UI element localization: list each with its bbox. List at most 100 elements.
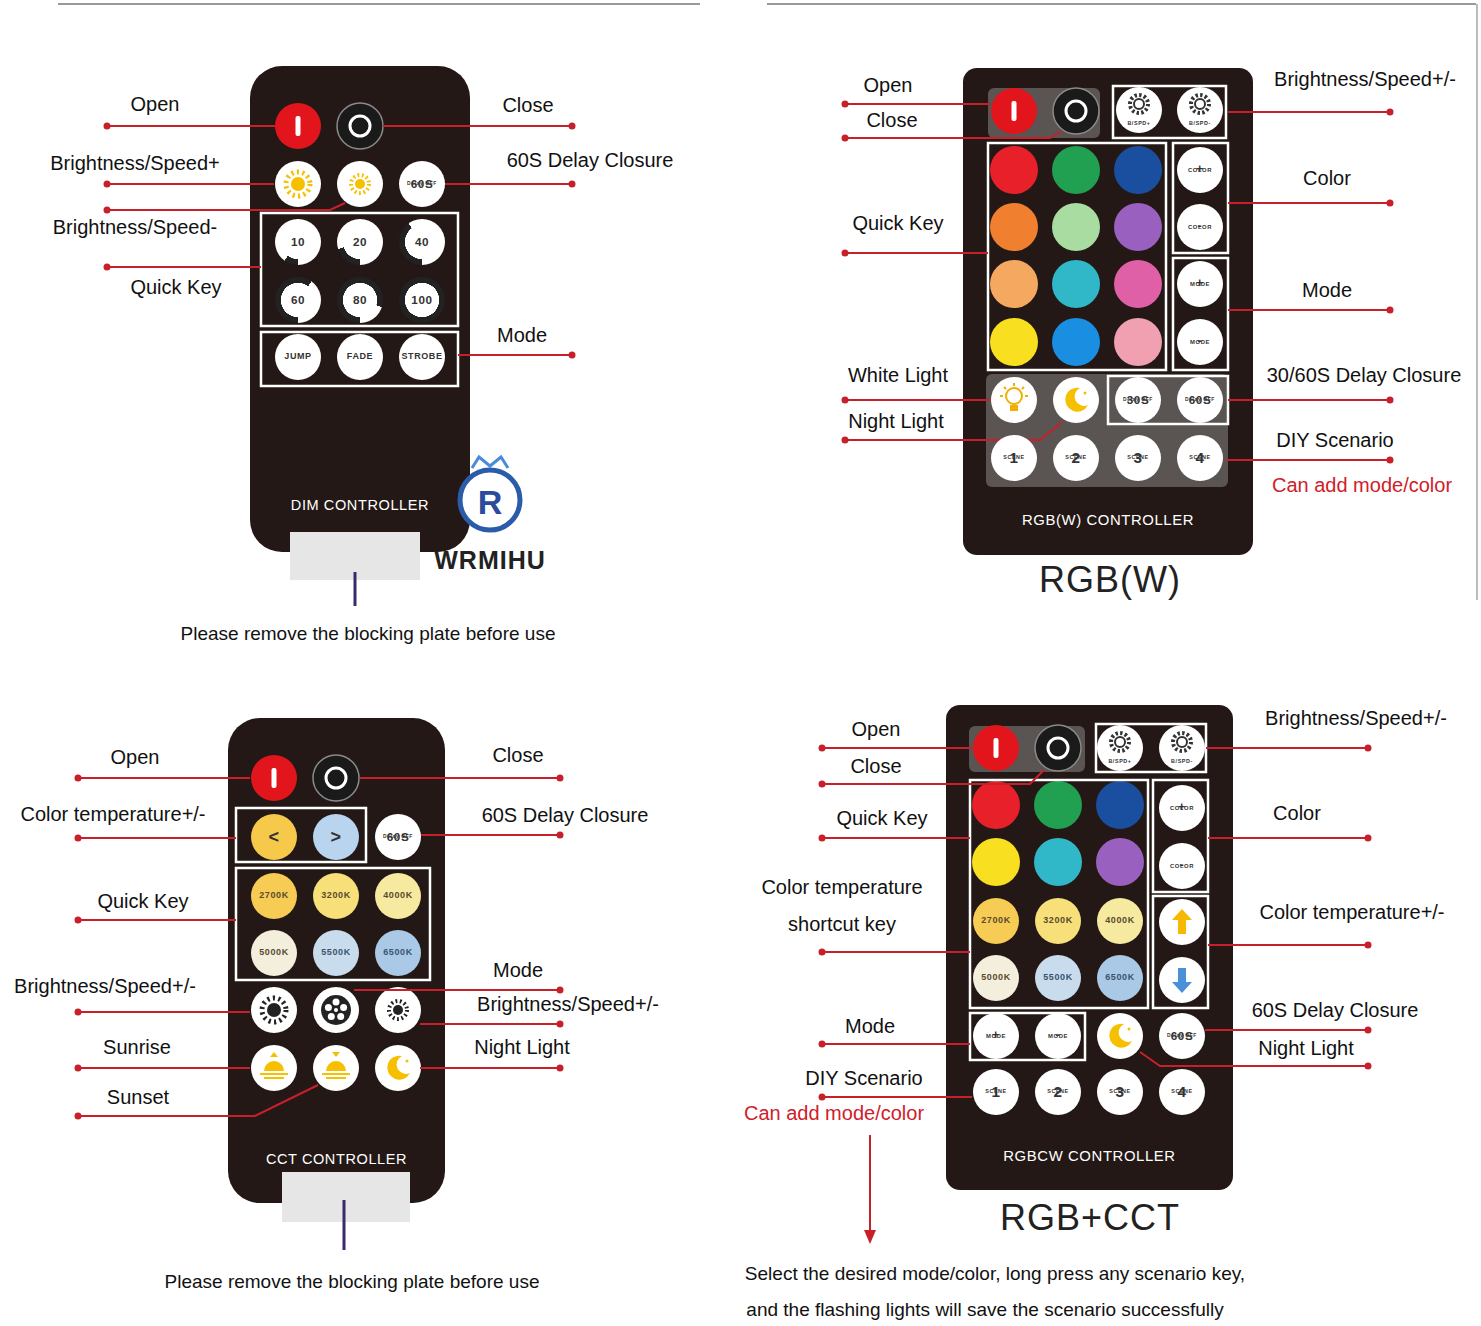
remote-button: 60SDelay OFF xyxy=(1177,377,1223,423)
callout-label: Brightness/Speed- xyxy=(53,216,218,239)
remote-button: 2SCENE xyxy=(1053,435,1099,481)
callout-label: Close xyxy=(866,109,917,132)
callout-label: Mode xyxy=(1302,279,1352,302)
button-label: COLOR xyxy=(1177,167,1223,173)
remote-button: B/SPD- xyxy=(1159,725,1205,771)
remote-button: +COLOR xyxy=(1177,147,1223,193)
callout-label: Quick Key xyxy=(130,276,221,299)
remote-button: 4000K xyxy=(375,873,421,919)
remote-button: 6500K xyxy=(375,930,421,976)
button-label: 60 xyxy=(275,294,321,306)
remote-button: 2SCENE xyxy=(1035,1069,1081,1115)
callout-label: Brightness/Speed+/- xyxy=(14,975,196,998)
remote-button: 1SCENE xyxy=(973,1069,1019,1115)
button-label: SCENE xyxy=(1177,455,1223,461)
callout-label: Mode xyxy=(497,324,547,347)
button-label: 5000K xyxy=(251,948,297,957)
button-label: > xyxy=(313,828,359,847)
button-label: MODE xyxy=(973,1033,1019,1039)
button-label: B/SPD- xyxy=(1177,121,1223,127)
callout-label: Quick Key xyxy=(836,807,927,830)
button-label: 3200K xyxy=(313,891,359,900)
callout-label: 60S Delay Closure xyxy=(482,804,649,827)
remote-button: 60SDelay OFF xyxy=(375,814,421,860)
remote-button: 4000K xyxy=(1097,898,1143,944)
callout-label: Brightness/Speed+/- xyxy=(477,993,659,1016)
remote-button: +COLOR xyxy=(1159,785,1205,831)
remote-button: FADE xyxy=(337,334,383,380)
remote-button: 2700K xyxy=(251,873,297,919)
callout-label: Brightness/Speed+/- xyxy=(1274,68,1456,91)
callout-label: DIY Scenario xyxy=(1276,429,1393,452)
callout-label: Night Light xyxy=(474,1036,570,1059)
button-label: SCENE xyxy=(1115,455,1161,461)
button-label: 4000K xyxy=(1097,916,1143,925)
button-label: 80 xyxy=(337,294,383,306)
callout-label: Close xyxy=(850,755,901,778)
callout-label: Select the desired mode/color, long pres… xyxy=(745,1263,1245,1285)
button-label: FADE xyxy=(337,352,383,361)
product-title: R xyxy=(478,483,503,522)
button-label: COLOR xyxy=(1177,224,1223,230)
button-label: COLOR xyxy=(1159,863,1205,869)
callout-label: 60S Delay Closure xyxy=(1252,999,1419,1022)
remote-button: 5000K xyxy=(251,930,297,976)
button-label: 4000K xyxy=(375,891,421,900)
callout-label: Quick Key xyxy=(97,890,188,913)
callout-label: Open xyxy=(852,718,901,741)
remote-button: -MODE xyxy=(1177,319,1223,365)
callout-label: Close xyxy=(502,94,553,117)
callout-label: Can add mode/color xyxy=(1272,474,1452,497)
remote-button: +MODE xyxy=(1177,261,1223,307)
callout-label: Color temperature+/- xyxy=(1259,901,1444,924)
callout-label: Open xyxy=(111,746,160,769)
remote-body: CCT CONTROLLER<>60SDelay OFF2700K3200K40… xyxy=(228,718,445,1203)
callout-label: Color xyxy=(1303,167,1351,190)
remote-button: 6500K xyxy=(1097,955,1143,1001)
button-label: MODE xyxy=(1177,281,1223,287)
callout-label: Mode xyxy=(493,959,543,982)
button-label: SCENE xyxy=(1035,1089,1081,1095)
button-label: Delay OFF xyxy=(1159,1033,1205,1038)
remote-button: 60 xyxy=(275,277,321,323)
button-label: 20 xyxy=(337,236,383,248)
callout-label: Mode xyxy=(845,1015,895,1038)
remote-body: RGB(W) CONTROLLERB/SPD+B/SPD-+COLOR-COLO… xyxy=(963,68,1253,555)
remote-button: -COLOR xyxy=(1177,204,1223,250)
controller-name: RGBCW CONTROLLER xyxy=(946,1148,1233,1164)
button-label: SCENE xyxy=(1097,1089,1143,1095)
callout-label: Please remove the blocking plate before … xyxy=(181,623,556,645)
remote-button: B/SPD+ xyxy=(1097,725,1143,771)
remote-button: 4SCENE xyxy=(1177,435,1223,481)
button-label: 10 xyxy=(275,236,321,248)
product-title: RGB(W) xyxy=(1039,559,1181,601)
callout-label: Open xyxy=(131,93,180,116)
remote-button: 60SDelay OFF xyxy=(1159,1013,1205,1059)
callout-label: WRMIHU xyxy=(434,546,546,575)
callout-label: Quick Key xyxy=(852,212,943,235)
button-label: 2700K xyxy=(251,891,297,900)
remote-button: 10 xyxy=(275,219,321,265)
callout-label: Color temperature shortcut key xyxy=(742,869,942,943)
remote-button: -MODE xyxy=(1035,1013,1081,1059)
callout-label: Night Light xyxy=(1258,1037,1354,1060)
button-label: Delay OFF xyxy=(1177,397,1223,402)
button-label: SCENE xyxy=(1159,1089,1205,1095)
callout-label: Color temperature+/- xyxy=(20,803,205,826)
button-label: Delay OFF xyxy=(399,181,445,186)
button-label: 2700K xyxy=(973,916,1019,925)
button-label: B/SPD+ xyxy=(1097,759,1143,765)
callout-label: White Light xyxy=(848,364,948,387)
remote-button: -COLOR xyxy=(1159,843,1205,889)
callout-label: 60S Delay Closure xyxy=(507,149,674,172)
button-label: 5500K xyxy=(313,948,359,957)
remote-body: DIM CONTROLLER60SDelay OFF1020406080100J… xyxy=(250,66,470,552)
button-label: 100 xyxy=(399,294,445,306)
remote-button: STROBE xyxy=(399,334,445,380)
button-label: SCENE xyxy=(991,455,1037,461)
button-label: 5000K xyxy=(973,973,1019,982)
remote-button: 3200K xyxy=(1035,898,1081,944)
remote-button: 30SDelay OFF xyxy=(1115,377,1161,423)
remote-button: < xyxy=(251,814,297,860)
